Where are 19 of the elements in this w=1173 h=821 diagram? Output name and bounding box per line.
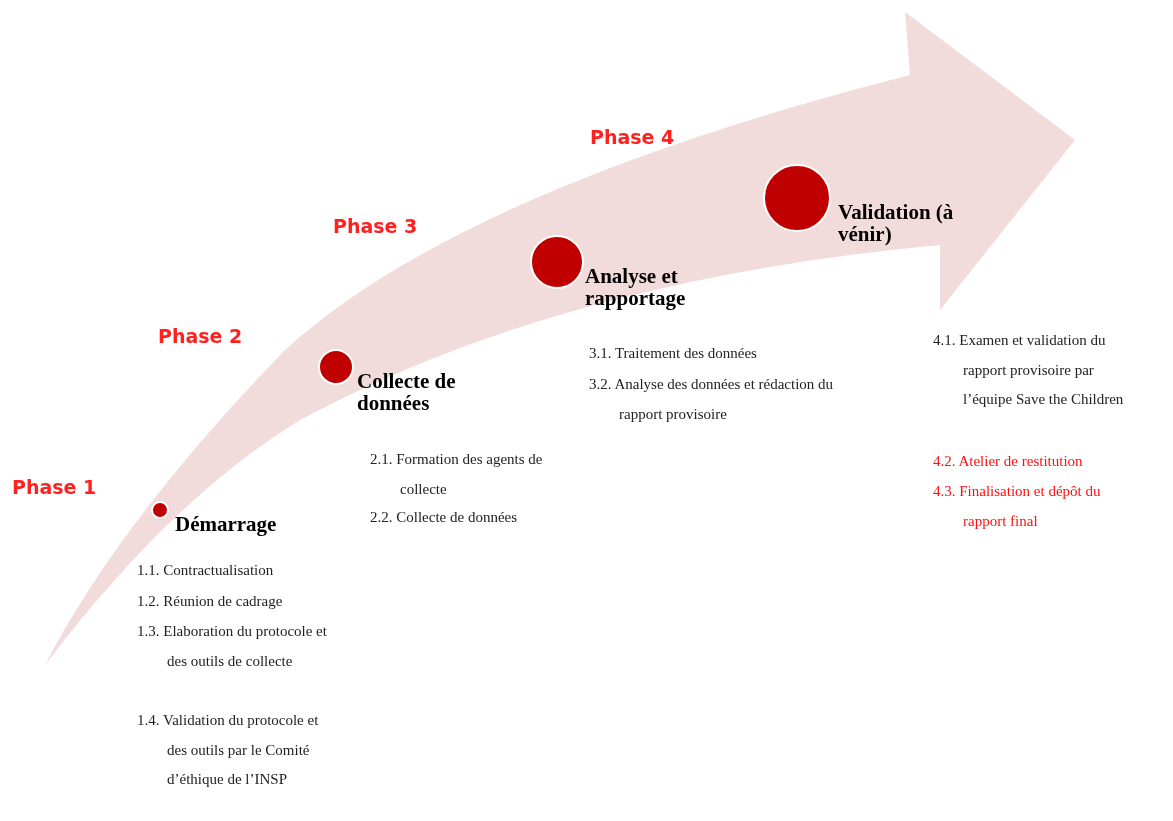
phase-heading: Collecte de données (357, 370, 457, 415)
task-item: 1.1. Contractualisation (137, 561, 275, 580)
task-item: 4.1. Examen et validation du rapport provisoire par l’équipe Save the Children (933, 331, 1125, 409)
task-item: 1.2. Réunion de cadrage (137, 592, 284, 611)
task-item: 1.4. Validation du protocole et des outils par le Comité d’éthique de l’INSP (137, 711, 320, 789)
phase-heading: Démarrage (175, 513, 278, 536)
phase-heading: Validation (à vénir) (838, 201, 955, 246)
task-item: 1.3. Elaboration du protocole et des outils de collecte (137, 622, 327, 671)
task-item: 4.2. Atelier de restitution (933, 452, 1084, 471)
phase-label: Phase 4 (590, 126, 675, 148)
task-item: 2.1. Formation des agents de collecte (370, 450, 544, 499)
task-item: 3.2. Analyse des données et rédaction du rapport provisoire (589, 375, 835, 424)
phase-label: Phase 1 (12, 476, 97, 498)
task-item: 2.2. Collecte de données (370, 508, 519, 527)
phase-heading: Analyse et rapportage (585, 265, 687, 310)
phase-label: Phase 3 (333, 215, 418, 237)
task-item: 3.1. Traitement des données (589, 344, 758, 363)
phase-label: Phase 2 (158, 325, 243, 347)
task-item: 4.3. Finalisation et dépôt du rapport final (933, 482, 1102, 531)
